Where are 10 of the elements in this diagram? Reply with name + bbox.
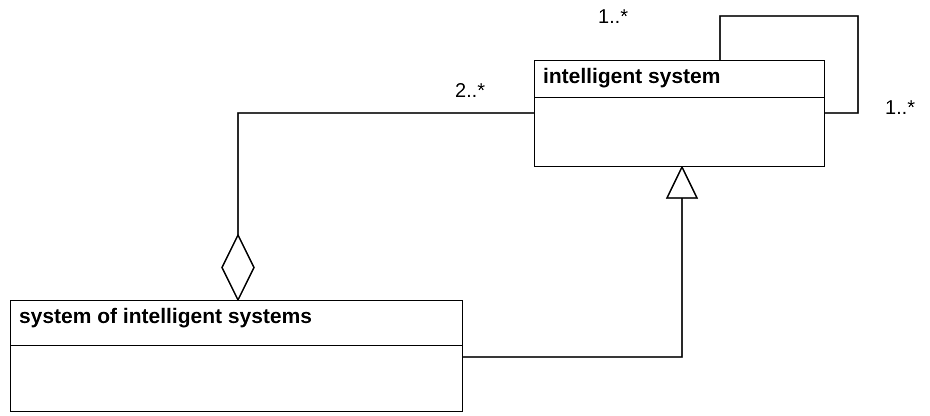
association-line xyxy=(719,15,859,114)
multiplicity-label: 1..* xyxy=(598,6,628,29)
generalization-arrow xyxy=(463,166,698,358)
class-name: system of intelligent systems xyxy=(11,301,462,346)
multiplicity-label: 1..* xyxy=(885,97,916,120)
multiplicity-label: 2..* xyxy=(455,80,486,103)
class-name: intelligent system xyxy=(535,61,824,98)
class-box xyxy=(534,60,825,167)
aggregation-line xyxy=(221,112,534,301)
class-box xyxy=(10,300,463,412)
